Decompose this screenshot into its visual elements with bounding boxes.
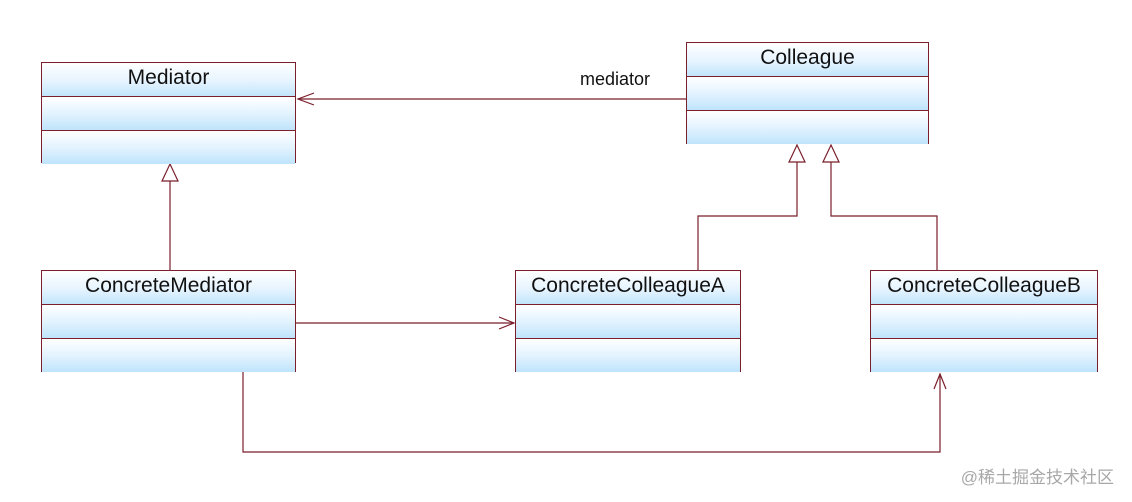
association-line-concretemediator-b <box>242 372 941 453</box>
association-role-label: mediator <box>580 69 651 89</box>
class-concrete-mediator-name: ConcreteMediator <box>42 271 295 305</box>
class-colleague: Colleague <box>686 42 929 144</box>
arrowhead-open-concrete-a <box>498 316 516 330</box>
class-concrete-mediator: ConcreteMediator <box>41 270 296 372</box>
class-concrete-colleague-a: ConcreteColleagueA <box>515 270 741 372</box>
class-colleague-name: Colleague <box>687 43 928 77</box>
class-concrete-colleague-b: ConcreteColleagueB <box>870 270 1098 372</box>
class-concrete-colleague-a-attributes <box>516 305 740 339</box>
class-concrete-colleague-a-operations <box>516 339 740 372</box>
class-mediator-operations <box>42 131 295 164</box>
triangle-arrowhead-colleague-b <box>822 143 840 163</box>
generalization-line-concretecolleaguea <box>697 162 798 270</box>
class-colleague-attributes <box>687 77 928 111</box>
class-mediator: Mediator <box>41 62 296 164</box>
class-concrete-colleague-b-name: ConcreteColleagueB <box>871 271 1097 305</box>
generalization-line-concretecolleagueb <box>830 162 938 270</box>
class-concrete-colleague-b-operations <box>871 339 1097 372</box>
arrowhead-open-mediator <box>296 92 315 106</box>
class-mediator-attributes <box>42 97 295 131</box>
triangle-arrowhead-mediator <box>161 162 179 182</box>
watermark: @稀土掘金技术社区 <box>960 468 1114 487</box>
class-concrete-colleague-a-name: ConcreteColleagueA <box>516 271 740 305</box>
class-concrete-mediator-attributes <box>42 305 295 339</box>
arrowhead-open-concrete-b <box>933 372 947 390</box>
class-colleague-operations <box>687 111 928 144</box>
triangle-arrowhead-colleague-a <box>788 143 806 163</box>
class-concrete-mediator-operations <box>42 339 295 372</box>
class-mediator-name: Mediator <box>42 63 295 97</box>
class-concrete-colleague-b-attributes <box>871 305 1097 339</box>
